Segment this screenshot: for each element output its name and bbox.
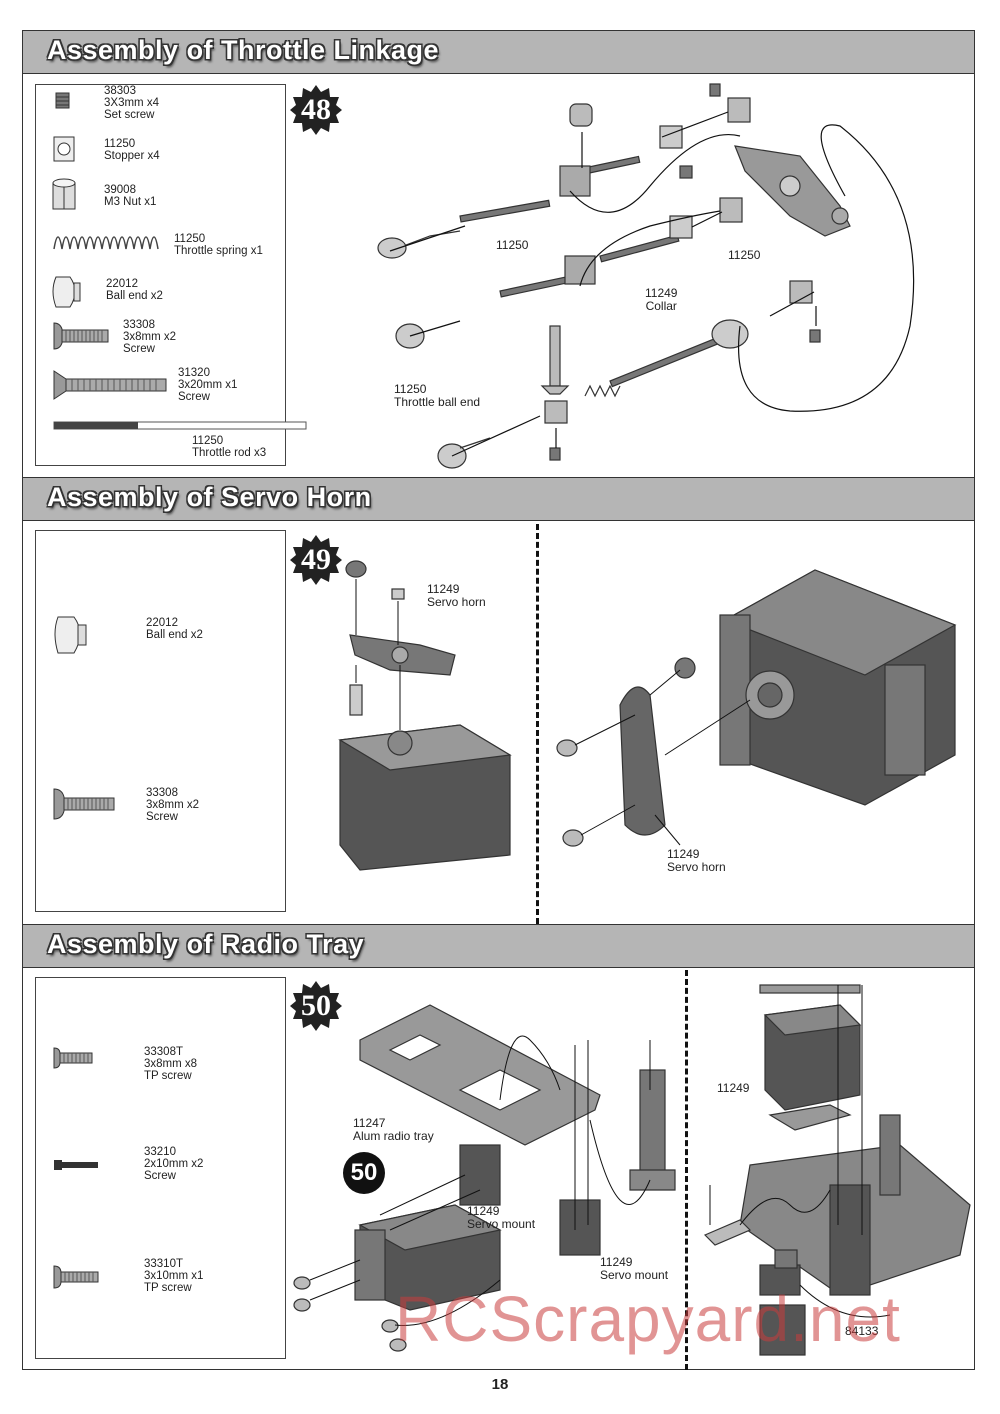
dashed-divider <box>536 524 539 924</box>
spring-icon <box>53 236 159 250</box>
stopper-icon <box>53 136 75 162</box>
nut-icon <box>52 178 76 210</box>
part-label: 31320 3x20mm x1 Screw <box>178 367 238 403</box>
step-50-badge: 50 <box>290 980 342 1032</box>
servo-horn-exploded-diagram <box>338 560 512 871</box>
throttle-linkage-diagram <box>377 83 915 469</box>
rod-icon <box>53 421 307 430</box>
part-label: 11250 Throttle spring x1 <box>174 233 263 257</box>
screw-icon <box>53 322 109 350</box>
long-screw-icon <box>53 370 167 400</box>
radio-tray-installed-diagram <box>703 984 971 1356</box>
parts-list-radio-tray: 33308T 3x8mm x8 TP screw 33210 2x10mm x2… <box>35 977 286 1359</box>
part-label: 11250 Throttle rod x3 <box>192 435 267 459</box>
step-49-badge: 49 <box>290 534 342 586</box>
step-number: 48 <box>301 93 331 126</box>
section-title: Assembly of Radio Tray <box>47 929 365 959</box>
callout-label: 11247 Alum radio tray <box>353 1116 434 1143</box>
callout-label: 84133 <box>845 1324 879 1338</box>
radio-step-badge: 50 <box>343 1152 385 1194</box>
section-title: Assembly of Throttle Linkage <box>47 35 440 65</box>
part-label: 33308 3x8mm x2 Screw <box>123 319 177 355</box>
part-label: 22012 Ball end x2 <box>106 278 163 302</box>
part-label: 33210 2x10mm x2 Screw <box>144 1146 204 1182</box>
ball-end-icon <box>52 276 81 308</box>
dashed-divider <box>685 970 688 1370</box>
radio-tray-exploded-diagram <box>293 1004 676 1352</box>
step-number: 50 <box>301 989 331 1022</box>
watermark: RCScrapyard.net <box>395 1283 901 1355</box>
part-label: 22012 Ball end x2 <box>146 617 203 641</box>
part-label: 33308 3x8mm x2 Screw <box>146 787 200 823</box>
part-label: 39008 M3 Nut x1 <box>104 184 157 208</box>
tp-screw-icon <box>53 1047 93 1069</box>
section-header-servo-horn: Assembly of Servo Horn <box>22 477 975 521</box>
part-label: 33310T 3x10mm x1 TP screw <box>144 1258 204 1294</box>
parts-list-throttle: 38303 3X3mm x4 Set screw 11250 Stopper x… <box>35 84 307 466</box>
servo-horn-installed-diagram <box>556 569 957 847</box>
callout-label: 11250 <box>496 238 529 252</box>
callout-label: 11249 <box>717 1081 750 1095</box>
screw-icon <box>53 788 115 820</box>
section-header-throttle: Assembly of Throttle Linkage <box>22 30 975 74</box>
tp-screw-icon <box>53 1265 99 1289</box>
callout-label: 11249 Collar <box>645 286 678 313</box>
set-screw-icon <box>55 92 70 109</box>
callout-label: 11249 Servo mount <box>600 1255 669 1282</box>
callout-label: 11250 Throttle ball end <box>394 382 481 409</box>
callout-label: 11249 Servo horn <box>667 847 726 874</box>
callout-label: 11249 Servo horn <box>427 582 486 609</box>
small-screw-icon <box>54 1160 98 1170</box>
part-label: 33308T 3x8mm x8 TP screw <box>144 1046 198 1082</box>
section-header-radio-tray: Assembly of Radio Tray <box>22 924 975 968</box>
callout-label: 11249 Servo mount <box>467 1204 536 1231</box>
parts-list-servo-horn: 22012 Ball end x2 33308 3x8mm x2 Screw <box>35 530 286 912</box>
callout-label: 11250 <box>728 248 761 262</box>
page-number: 18 <box>491 1376 509 1393</box>
step-48-badge: 48 <box>290 84 342 136</box>
part-label: 11250 Stopper x4 <box>104 138 160 162</box>
ball-end-icon <box>54 616 87 654</box>
step-number: 49 <box>301 543 331 576</box>
part-label: 38303 3X3mm x4 Set screw <box>104 85 159 121</box>
section-title: Assembly of Servo Horn <box>47 482 372 512</box>
